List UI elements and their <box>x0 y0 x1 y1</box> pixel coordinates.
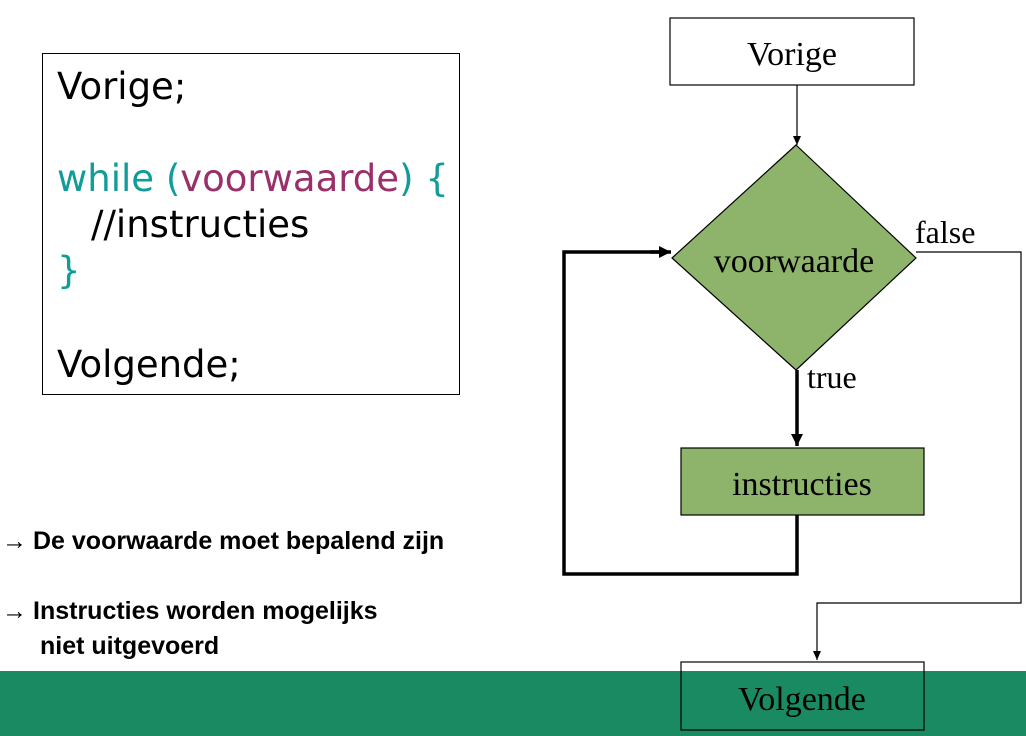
footer-bar <box>0 671 1026 736</box>
code-line-previous: Vorige; <box>57 65 187 108</box>
condition-text: voorwaarde <box>180 157 400 200</box>
loop-back-line <box>562 250 799 576</box>
note-condition-decisive: →De voorwaarde moet bepalend zijn <box>2 525 444 557</box>
process-label: instructies <box>732 466 872 503</box>
start-label: Vorige <box>747 36 837 73</box>
right-arrow-icon: → <box>2 597 27 625</box>
start-box <box>669 17 915 86</box>
code-line-body: //instructies <box>91 203 310 246</box>
code-snippet-box: Vorige; while (voorwaarde) { //instructi… <box>42 53 460 395</box>
right-arrow-icon: → <box>2 527 27 555</box>
end-box <box>680 661 925 731</box>
false-branch-arrow <box>813 251 1022 660</box>
note-instructions-maybe-skipped-line2: niet uitgevoerd <box>40 632 220 660</box>
while-keyword: while <box>57 157 155 200</box>
close-paren-brace: ) { <box>399 157 449 200</box>
end-label: Volgende <box>738 681 866 718</box>
code-line-while: while (voorwaarde) { <box>57 158 449 200</box>
process-box <box>680 447 925 516</box>
note-text: De voorwaarde moet bepalend zijn <box>33 527 445 555</box>
note-instructions-maybe-skipped: →Instructies worden mogelijks <box>2 595 378 627</box>
code-line-next: Volgende; <box>57 343 241 386</box>
note-text: Instructies worden mogelijks <box>33 597 378 625</box>
true-label: true <box>807 359 857 395</box>
decision-label: voorwaarde <box>714 243 874 280</box>
false-label: false <box>915 214 975 250</box>
open-paren: ( <box>165 157 181 200</box>
code-line-closing-brace: } <box>57 249 81 292</box>
